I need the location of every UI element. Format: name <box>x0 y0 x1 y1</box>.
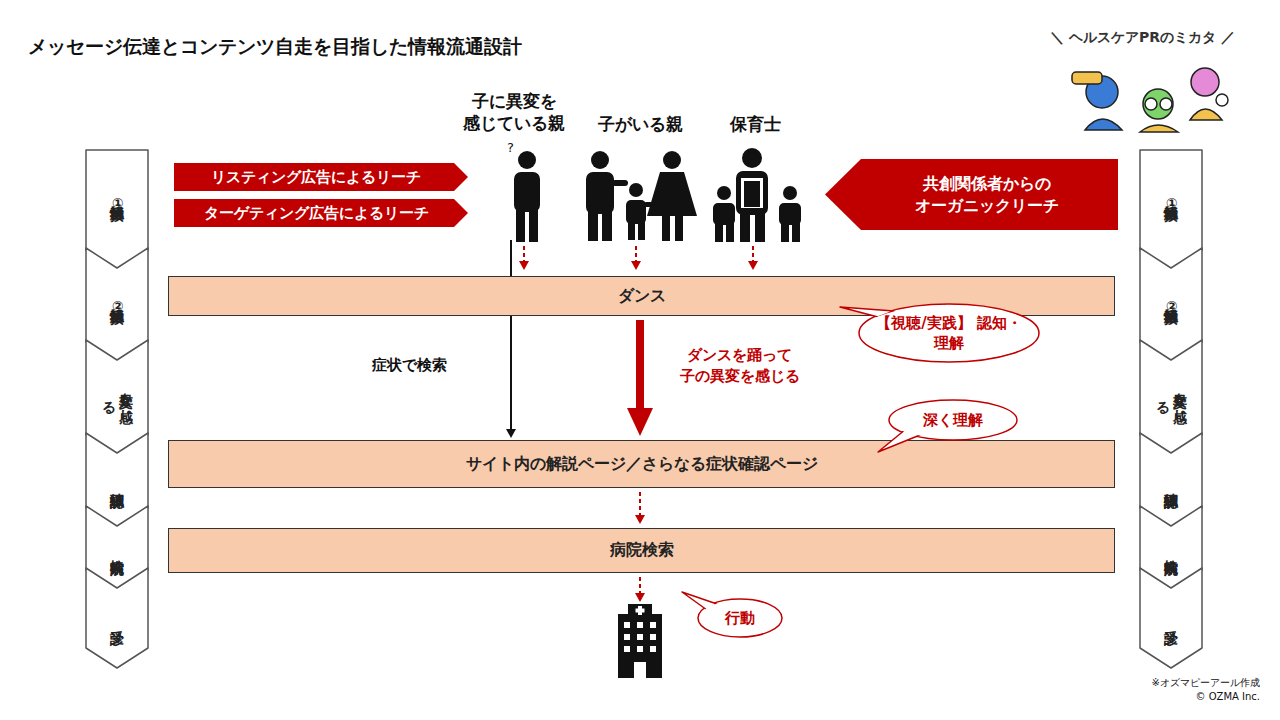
text-label: ? <box>507 140 514 157</box>
search-line <box>506 240 516 438</box>
hospital-arrow <box>635 577 645 602</box>
node-text: 情報接触② <box>86 248 148 362</box>
step-chevron: 受診 <box>86 568 148 668</box>
logo-illustration <box>1072 68 1228 132</box>
node-text: 深く理解 <box>888 399 1018 441</box>
reach-arrows <box>524 246 753 262</box>
caregiver-pictogram <box>713 148 801 242</box>
node-text: 情報接触② <box>1140 248 1202 362</box>
text-label: ※オズマピーアール作成 <box>1090 676 1260 689</box>
flow-connector <box>627 320 653 436</box>
node-label: 行動 <box>700 608 780 628</box>
arrow-shaft <box>639 492 641 515</box>
node-text: ターゲティング広告によるリーチ <box>174 199 468 227</box>
node-label: 受診 <box>108 603 126 635</box>
step-chevron: 情報接触② <box>86 248 148 362</box>
callout-fill <box>700 601 781 636</box>
node-label: 情報接触② <box>1162 268 1180 345</box>
node-text: サイト内の解説ページ／さらなる症状確認ページ <box>169 441 1114 487</box>
chevron-outline <box>1140 568 1202 668</box>
node-label: 共創関係者からの オーガニックリーチ <box>892 173 1082 216</box>
node-label: 受診 <box>1162 603 1180 635</box>
step-chevron: 異変を感じる <box>1140 340 1202 455</box>
step-chevron: 情報接触① <box>86 150 148 270</box>
node-text: リスティング広告によるリーチ <box>174 163 468 191</box>
node-label: 詳細確認 <box>108 465 126 497</box>
callout-fill <box>891 402 1016 439</box>
reach-arrow-box: ターゲティング広告によるリーチ <box>174 199 468 227</box>
node-label: 詳細確認 <box>1162 465 1180 497</box>
node-text: 【視聴/実践】 認知・理解 <box>858 303 1040 363</box>
chevron-shape <box>86 248 148 362</box>
node-label: 【視聴/実践】 認知・理解 <box>874 313 1024 354</box>
step-chevron: 受診 <box>1140 568 1202 668</box>
text-label: 症状で検索 <box>372 356 447 376</box>
text-label: 子に異変を 感じている親 <box>452 90 576 134</box>
arrow-shaft <box>636 320 644 409</box>
text-label: © OZMA Inc. <box>1090 690 1260 703</box>
callout-bubble: 行動 <box>697 598 783 638</box>
arrowhead <box>635 515 645 524</box>
flow-connector <box>635 492 645 524</box>
node-text: 情報接触① <box>1140 150 1202 270</box>
node-label: 異変を感じる <box>1154 375 1189 421</box>
node-label: 情報接触① <box>108 165 126 242</box>
flow-band: サイト内の解説ページ／さらなる症状確認ページ <box>168 440 1115 488</box>
reach-arrow-box: リスティング広告によるリーチ <box>174 163 468 191</box>
node-label: 情報接触① <box>1162 165 1180 242</box>
text-label: ＼ ヘルスケアPRのミカタ ／ <box>1030 28 1255 46</box>
callout-fill <box>861 306 1038 361</box>
text-label: 保育士 <box>705 113 805 135</box>
node-label: 病院検索 <box>108 533 126 565</box>
reach-arrow-box: 共創関係者からの オーガニックリーチ <box>825 159 1118 230</box>
parent-pictogram <box>514 151 540 242</box>
node-text: 行動 <box>697 598 783 638</box>
callout-bubble: 深く理解 <box>888 399 1018 441</box>
node-text: 受診 <box>1140 568 1202 668</box>
node-label: 深く理解 <box>893 410 1013 430</box>
node-label: サイト内の解説ページ／さらなる症状確認ページ <box>466 454 818 475</box>
chevron-shape <box>86 340 148 455</box>
arrow-box-shape <box>825 159 1118 230</box>
slide-title: メッセージ伝達とコンテンツ自走を目指した情報流通設計 <box>28 34 522 60</box>
node-text: 受診 <box>86 568 148 668</box>
node-label: リスティング広告によるリーチ <box>211 167 421 187</box>
flow-band: 病院検索 <box>168 528 1115 573</box>
chevron-shape <box>1140 150 1202 270</box>
step-chevron: 異変を感じる <box>86 340 148 455</box>
hospital-icon <box>618 604 662 678</box>
node-label: ターゲティング広告によるリーチ <box>204 203 429 223</box>
family-pictogram <box>586 151 697 241</box>
node-text: 共創関係者からの オーガニックリーチ <box>825 159 1118 230</box>
node-text: 情報接触① <box>86 150 148 270</box>
chevron-shape <box>86 150 148 270</box>
node-label: 病院検索 <box>610 540 674 561</box>
chevron-shape <box>1140 248 1202 362</box>
arrowhead <box>627 408 653 436</box>
chevron-shape <box>86 568 148 668</box>
callout-outline <box>858 303 1040 363</box>
arrow-box-outline <box>825 159 1118 230</box>
node-label: 異変を感じる <box>100 375 135 421</box>
node-label: 情報接触② <box>108 268 126 345</box>
node-label: ダンス <box>618 286 666 307</box>
arrow-box-shape <box>174 199 468 227</box>
step-chevron: 情報接触② <box>1140 248 1202 362</box>
arrow-box-shape <box>174 163 468 191</box>
node-text: 病院検索 <box>169 529 1114 572</box>
chevron-shape <box>1140 568 1202 668</box>
node-text: 異変を感じる <box>86 340 148 455</box>
callout-bubble: 【視聴/実践】 認知・理解 <box>858 303 1040 363</box>
edge-label: ダンスを踊って 子の異変を感じる <box>672 345 807 387</box>
text-label: 子がいる親 <box>580 113 700 135</box>
chevron-shape <box>1140 340 1202 455</box>
node-label: 病院検索 <box>1162 533 1180 565</box>
node-text: 異変を感じる <box>1140 340 1202 455</box>
reach-arrowheads <box>519 261 758 270</box>
chevron-outline <box>86 568 148 668</box>
step-chevron: 情報接触① <box>1140 150 1202 270</box>
